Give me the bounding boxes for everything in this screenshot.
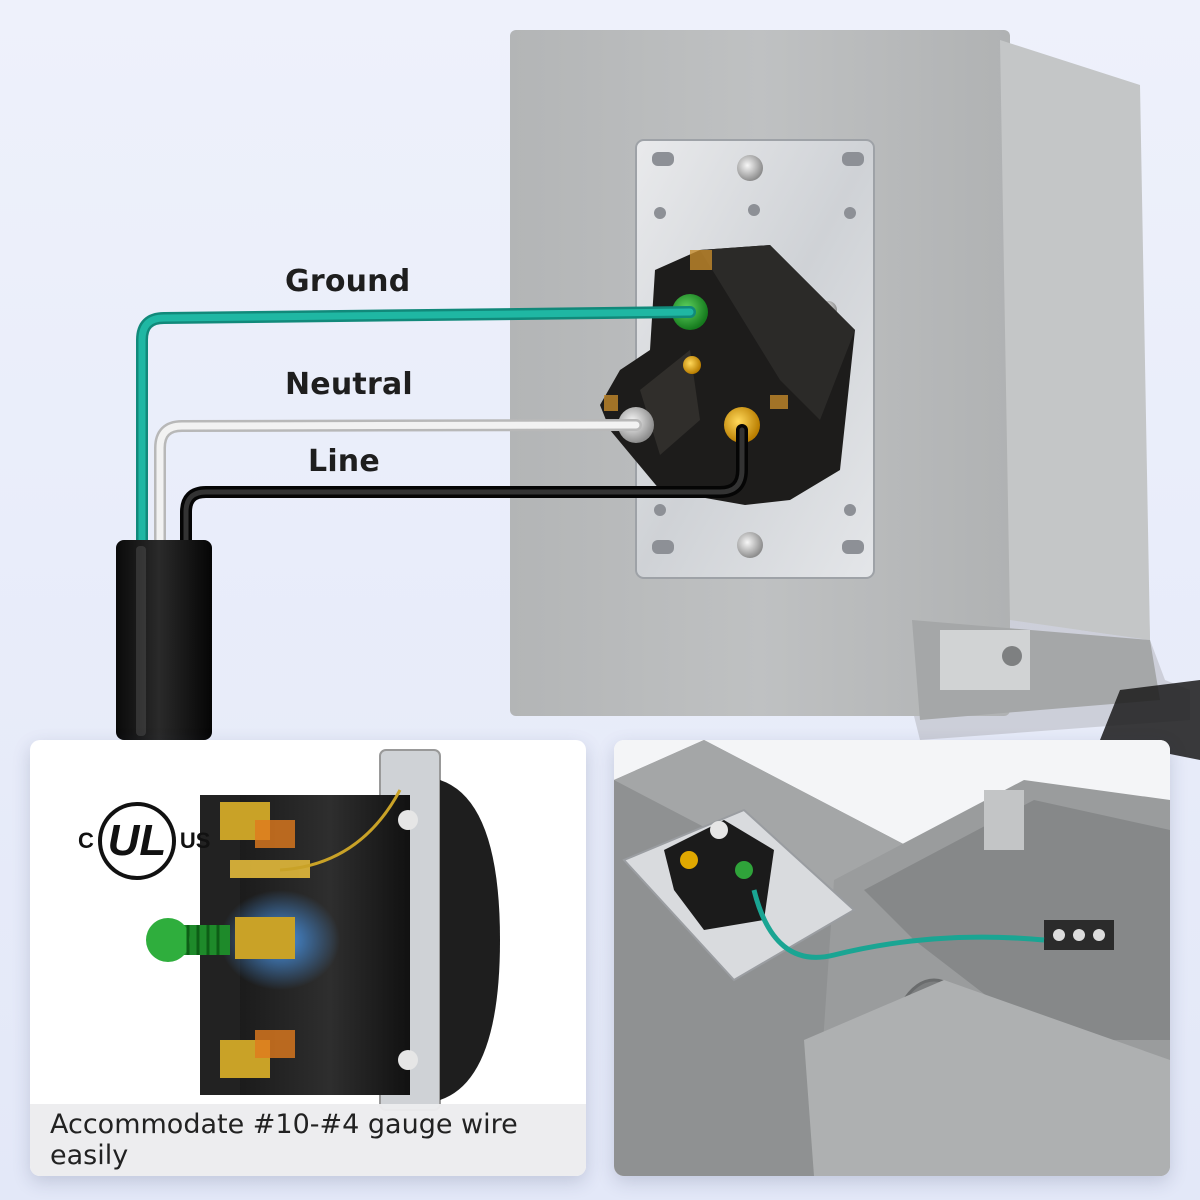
ul-c-letter: C [78,828,94,853]
bottom-mount-screw [737,532,763,558]
installation-illustration [614,740,1170,1176]
receptacle-side-view [146,749,500,1111]
installation-view-panel [614,740,1170,1176]
ground-wire-run [751,889,1045,960]
ul-logo: UL [97,802,176,880]
line-wire-highlight [183,427,745,543]
ul-us-letters: US [179,828,211,853]
wire-gauge-caption: Accommodate #10-#4 gauge wire easily [30,1104,586,1176]
ground-label: Ground [285,264,411,299]
line-label: Line [308,444,380,479]
cable-jacket [116,540,212,740]
ul-certification-mark: C UL US [78,802,210,880]
green-ground-screw [146,918,230,962]
ground-wire-highlight [138,308,694,544]
neutral-wire-highlight [156,421,640,544]
top-mount-screw [737,155,763,181]
neutral-label: Neutral [285,367,413,402]
wire-gauge-panel: C UL US Accommodate #10-#4 gauge wire ea… [30,740,586,1176]
wires [136,306,748,546]
